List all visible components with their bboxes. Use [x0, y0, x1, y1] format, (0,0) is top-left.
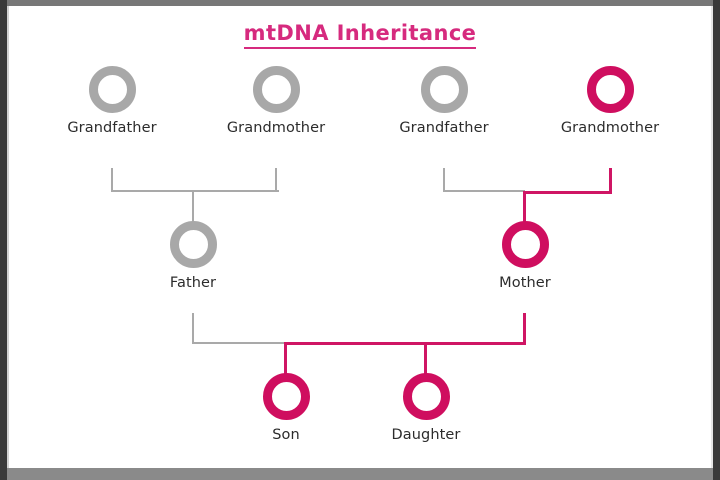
person-label: Mother	[499, 275, 551, 291]
connector-paternal-union-bar	[111, 190, 279, 192]
person-label: Father	[169, 275, 217, 291]
person-label: Grandfather	[67, 120, 157, 136]
person-label: Grandfather	[399, 120, 489, 136]
person-label: Grandmother	[226, 120, 326, 136]
connector-paternal-grandmother-drop	[275, 168, 277, 192]
ring-icon-mito	[586, 66, 634, 113]
right-border-band	[713, 0, 720, 480]
ring-icon-neutral	[169, 221, 217, 268]
person-label: Grandmother	[560, 120, 660, 136]
top-border-band	[0, 0, 720, 6]
person-paternal-grandfather[interactable]: Grandfather	[52, 66, 172, 136]
person-maternal-grandmother[interactable]: Grandmother	[550, 66, 670, 136]
inner-hairline-right	[711, 6, 713, 468]
connector-son-drop	[284, 342, 287, 374]
left-border-band	[0, 0, 7, 480]
pedigree-canvas: mtDNA Inheritance Grandfather	[9, 8, 711, 468]
person-father[interactable]: Father	[133, 221, 253, 291]
connector-maternal-grandfather-drop	[443, 168, 445, 192]
ring-icon-mito	[501, 221, 549, 268]
connector-mother-sibship-drop	[523, 313, 526, 344]
person-son[interactable]: Son	[226, 373, 346, 443]
person-maternal-grandfather[interactable]: Grandfather	[384, 66, 504, 136]
ring-icon-mito	[262, 373, 310, 420]
connector-sibship-bar-neutral	[192, 342, 287, 344]
person-mother[interactable]: Mother	[465, 221, 585, 291]
inner-hairline-left	[7, 6, 9, 468]
connector-father-drop	[192, 190, 194, 222]
connector-maternal-union-bar-neutral	[443, 190, 525, 192]
connector-daughter-drop	[424, 342, 427, 374]
connector-father-sibship-drop	[192, 313, 194, 344]
person-paternal-grandmother[interactable]: Grandmother	[216, 66, 336, 136]
connector-sibship-bar-mito	[284, 342, 526, 345]
page-title: mtDNA Inheritance	[9, 21, 711, 49]
page-title-text: mtDNA Inheritance	[243, 21, 477, 49]
ring-icon-neutral	[252, 66, 300, 113]
person-label: Daughter	[391, 427, 461, 443]
ring-icon-mito	[402, 373, 450, 420]
connector-paternal-grandfather-drop	[111, 168, 113, 192]
bottom-border-band	[0, 468, 720, 480]
connector-mother-drop	[523, 191, 526, 223]
person-daughter[interactable]: Daughter	[366, 373, 486, 443]
ring-icon-neutral	[88, 66, 136, 113]
connector-maternal-grandmother-drop	[609, 168, 612, 194]
person-label: Son	[272, 427, 300, 443]
connector-maternal-union-bar-mito	[523, 191, 612, 194]
ring-icon-neutral	[420, 66, 468, 113]
